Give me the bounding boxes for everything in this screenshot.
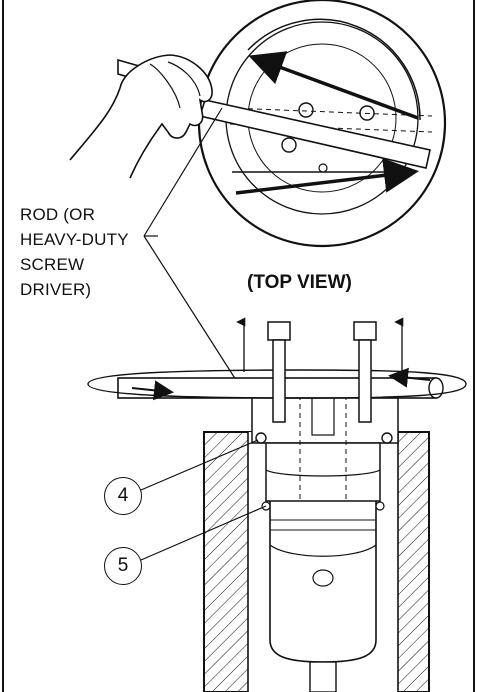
- rod-label-line-2: HEAVY-DUTY: [20, 230, 129, 249]
- rod-label-line-1: ROD (OR: [20, 205, 96, 224]
- top-view-drawing: [69, 0, 447, 248]
- callout-5: 5: [104, 547, 142, 585]
- top-view-label: (TOP VIEW): [247, 272, 352, 293]
- rod-label: ROD (OR HEAVY-DUTY SCREW DRIVER): [20, 202, 129, 302]
- hand-icon: [69, 54, 213, 179]
- callout-4: 4: [104, 477, 142, 515]
- rod-label-line-4: DRIVER): [20, 280, 92, 299]
- rod-label-line-3: SCREW: [20, 255, 85, 274]
- side-view-drawing: [87, 317, 467, 692]
